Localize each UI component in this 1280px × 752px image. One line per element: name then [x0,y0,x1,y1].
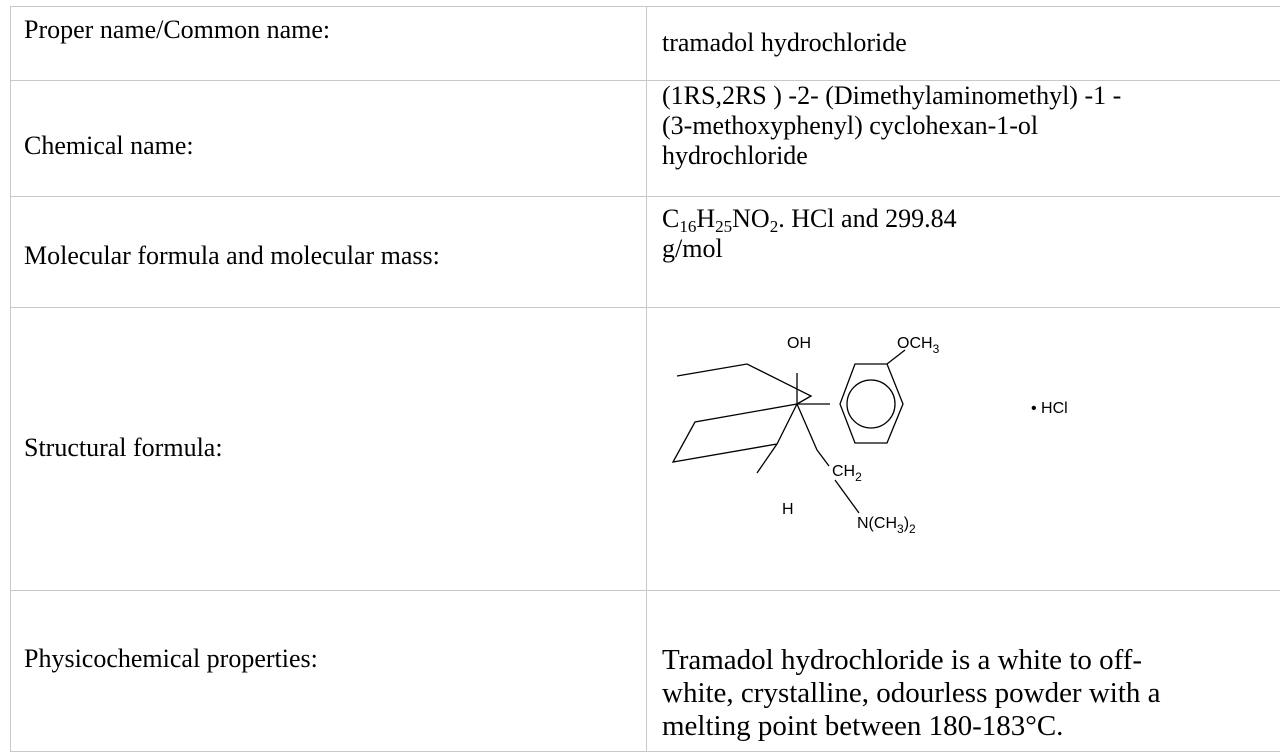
molecular-formula-line-2: g/mol [662,234,957,264]
physicochemical-line-1: Tramadol hydrochloride is a white to off… [662,644,1161,677]
ch2-label: CH2 [832,463,862,484]
table-row-chemical-name: Chemical name: (1RS,2RS ) -2- (Dimethyla… [11,81,1280,197]
physicochemical-label: Physicochemical properties: [24,644,318,674]
formula-suffix: . HCl and 299.84 [778,204,956,233]
chemical-name-value: (1RS,2RS ) -2- (Dimethylaminomethyl) -1 … [662,81,1121,171]
ch2-link [817,450,829,466]
molecular-formula-value: C16H25NO2. HCl and 299.84 g/mol [662,204,957,264]
molecular-formula-label-cell: Molecular formula and molecular mass: [11,197,647,308]
benzene-inner-circle [847,380,895,428]
chemical-name-label: Chemical name: [24,131,194,161]
structural-formula-value-cell: OH OCH3 CH2 H N(CH3)2 • HCl [647,308,1280,591]
physicochemical-line-3: melting point between 180-183°C. [662,710,1161,743]
table-row-proper-name: Proper name/Common name: tramadol hydroc… [11,7,1280,81]
benzene-ring [840,364,903,443]
ch2-bond [797,404,817,450]
chemical-name-value-cell: (1RS,2RS ) -2- (Dimethylaminomethyl) -1 … [647,81,1280,197]
table-row-molecular-formula: Molecular formula and molecular mass: C1… [11,197,1280,308]
och3-label: OCH3 [897,335,940,356]
formula-no: NO [732,204,770,233]
h-label: H [782,501,794,518]
formula-o-count: 2 [770,217,779,236]
physicochemical-line-2: white, crystalline, odourless powder wit… [662,677,1161,710]
chemical-name-line-1: (1RS,2RS ) -2- (Dimethylaminomethyl) -1 … [662,81,1121,111]
table-row-structural-formula: Structural formula: [11,308,1280,591]
proper-name-label: Proper name/Common name: [24,15,330,45]
structural-formula-label-cell: Structural formula: [11,308,647,591]
formula-c: C [662,204,679,233]
drug-substance-table: Proper name/Common name: tramadol hydroc… [10,6,1280,752]
physicochemical-label-cell: Physicochemical properties: [11,591,647,752]
molecular-formula-label: Molecular formula and molecular mass: [24,241,440,271]
physicochemical-value: Tramadol hydrochloride is a white to off… [662,644,1161,743]
physicochemical-value-cell: Tramadol hydrochloride is a white to off… [647,591,1280,752]
proper-name-label-cell: Proper name/Common name: [11,7,647,81]
tramadol-structure-diagram: OH OCH3 CH2 H N(CH3)2 • HCl [647,308,1279,590]
methoxy-bond [887,350,905,364]
hcl-salt-label: • HCl [1031,400,1068,417]
chemical-name-label-cell: Chemical name: [11,81,647,197]
formula-h: H [696,204,715,233]
molecular-formula-value-cell: C16H25NO2. HCl and 299.84 g/mol [647,197,1280,308]
proper-name-value: tramadol hydrochloride [662,28,907,58]
chemical-name-line-3: hydrochloride [662,141,1121,171]
proper-name-value-cell: tramadol hydrochloride [647,7,1280,81]
oh-label: OH [787,335,811,352]
table-row-physicochemical: Physicochemical properties: Tramadol hyd… [11,591,1280,752]
molecular-formula-line-1: C16H25NO2. HCl and 299.84 [662,204,957,234]
n-bond [835,480,859,513]
h-bond [757,444,777,473]
cyclohexane-ring [673,364,811,462]
chemical-name-line-2: (3-methoxyphenyl) cyclohexan-1-ol [662,111,1121,141]
structural-formula-label: Structural formula: [24,433,223,463]
nme2-label: N(CH3)2 [857,515,916,536]
